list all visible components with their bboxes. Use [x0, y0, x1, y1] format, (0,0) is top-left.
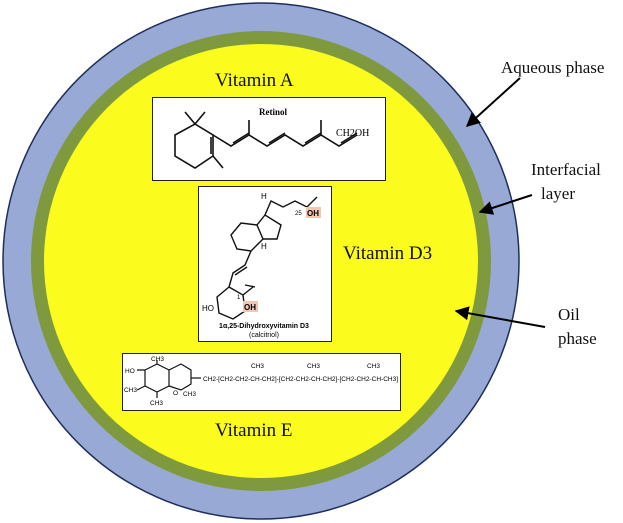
tocopherol-chain-ch3-1: CH3 — [251, 363, 264, 370]
tocopherol-ho: HO — [125, 368, 135, 375]
aqueous-phase-label: Aqueous phase — [501, 58, 605, 77]
interfacial-layer-label: Interfacial layer — [531, 158, 601, 206]
oil-arrow — [454, 306, 546, 328]
retinol-structure: Retinol CH2OH — [174, 107, 369, 169]
calcitriol-ho: HO — [202, 304, 214, 313]
tocopherol-ring-ch3-left: CH3 — [124, 387, 137, 394]
oil-label-line1: Oil — [558, 305, 580, 324]
tocopherol-ring-ch3-bottom: CH3 — [150, 400, 163, 407]
vitamin-a-label: Vitamin A — [215, 70, 294, 91]
oil-label-line2: phase — [558, 329, 597, 348]
retinol-ch2oh: CH2OH — [336, 128, 369, 139]
retinol-name: Retinol — [259, 107, 287, 117]
tocopherol-ring-ch3-right: CH3 — [183, 391, 196, 398]
tocopherol-o: O — [173, 390, 178, 397]
oh-highlight-bottom — [243, 301, 258, 312]
interfacial-label-line1: Interfacial — [531, 160, 601, 179]
tocopherol-chain-ch3-3: CH3 — [367, 363, 380, 370]
calcitriol-structure: H 25 OH H 1 OH HO 1α,25-Dihydroxyvitamin… — [202, 192, 321, 339]
vitamin-d3-label: Vitamin D3 — [343, 243, 433, 264]
tocopherol-ring-ch3-top: CH3 — [151, 356, 164, 363]
calcitriol-c25: 25 — [295, 211, 302, 217]
tocopherol-structure: CH3 HO CH3 CH3 O CH3 CH2-[CH2-CH2-CH-CH2… — [124, 356, 398, 407]
calcitriol-h-mid: H — [261, 242, 267, 251]
interfacial-label-line2: layer — [541, 184, 575, 203]
calcitriol-oh-bottom: OH — [244, 303, 256, 312]
oil-phase-label: Oil phase — [558, 303, 597, 351]
tocopherol-chain: CH2-[CH2-CH2-CH-CH2]-[CH2-CH2-CH-CH2]-[C… — [203, 376, 398, 383]
calcitriol-h-top: H — [261, 192, 267, 201]
calcitriol-name-line1: 1α,25-Dihydroxyvitamin D3 — [219, 323, 309, 330]
calcitriol-name-line2: (calcitriol) — [249, 332, 279, 339]
aqueous-arrow — [465, 77, 521, 127]
tocopherol-chain-ch3-2: CH3 — [307, 363, 320, 370]
retinol-structure-box: Retinol CH2OH — [152, 97, 386, 181]
calcitriol-c1: 1 — [237, 295, 241, 301]
oh-highlight-top — [306, 207, 321, 218]
interfacial-arrow — [478, 194, 533, 215]
calcitriol-oh-top: OH — [307, 209, 319, 218]
calcitriol-structure-box: H 25 OH H 1 OH HO 1α,25-Dihydroxyvitamin… — [198, 186, 332, 342]
tocopherol-structure-box: CH3 HO CH3 CH3 O CH3 CH2-[CH2-CH2-CH-CH2… — [122, 353, 401, 411]
vitamin-e-label: Vitamin E — [215, 420, 293, 441]
